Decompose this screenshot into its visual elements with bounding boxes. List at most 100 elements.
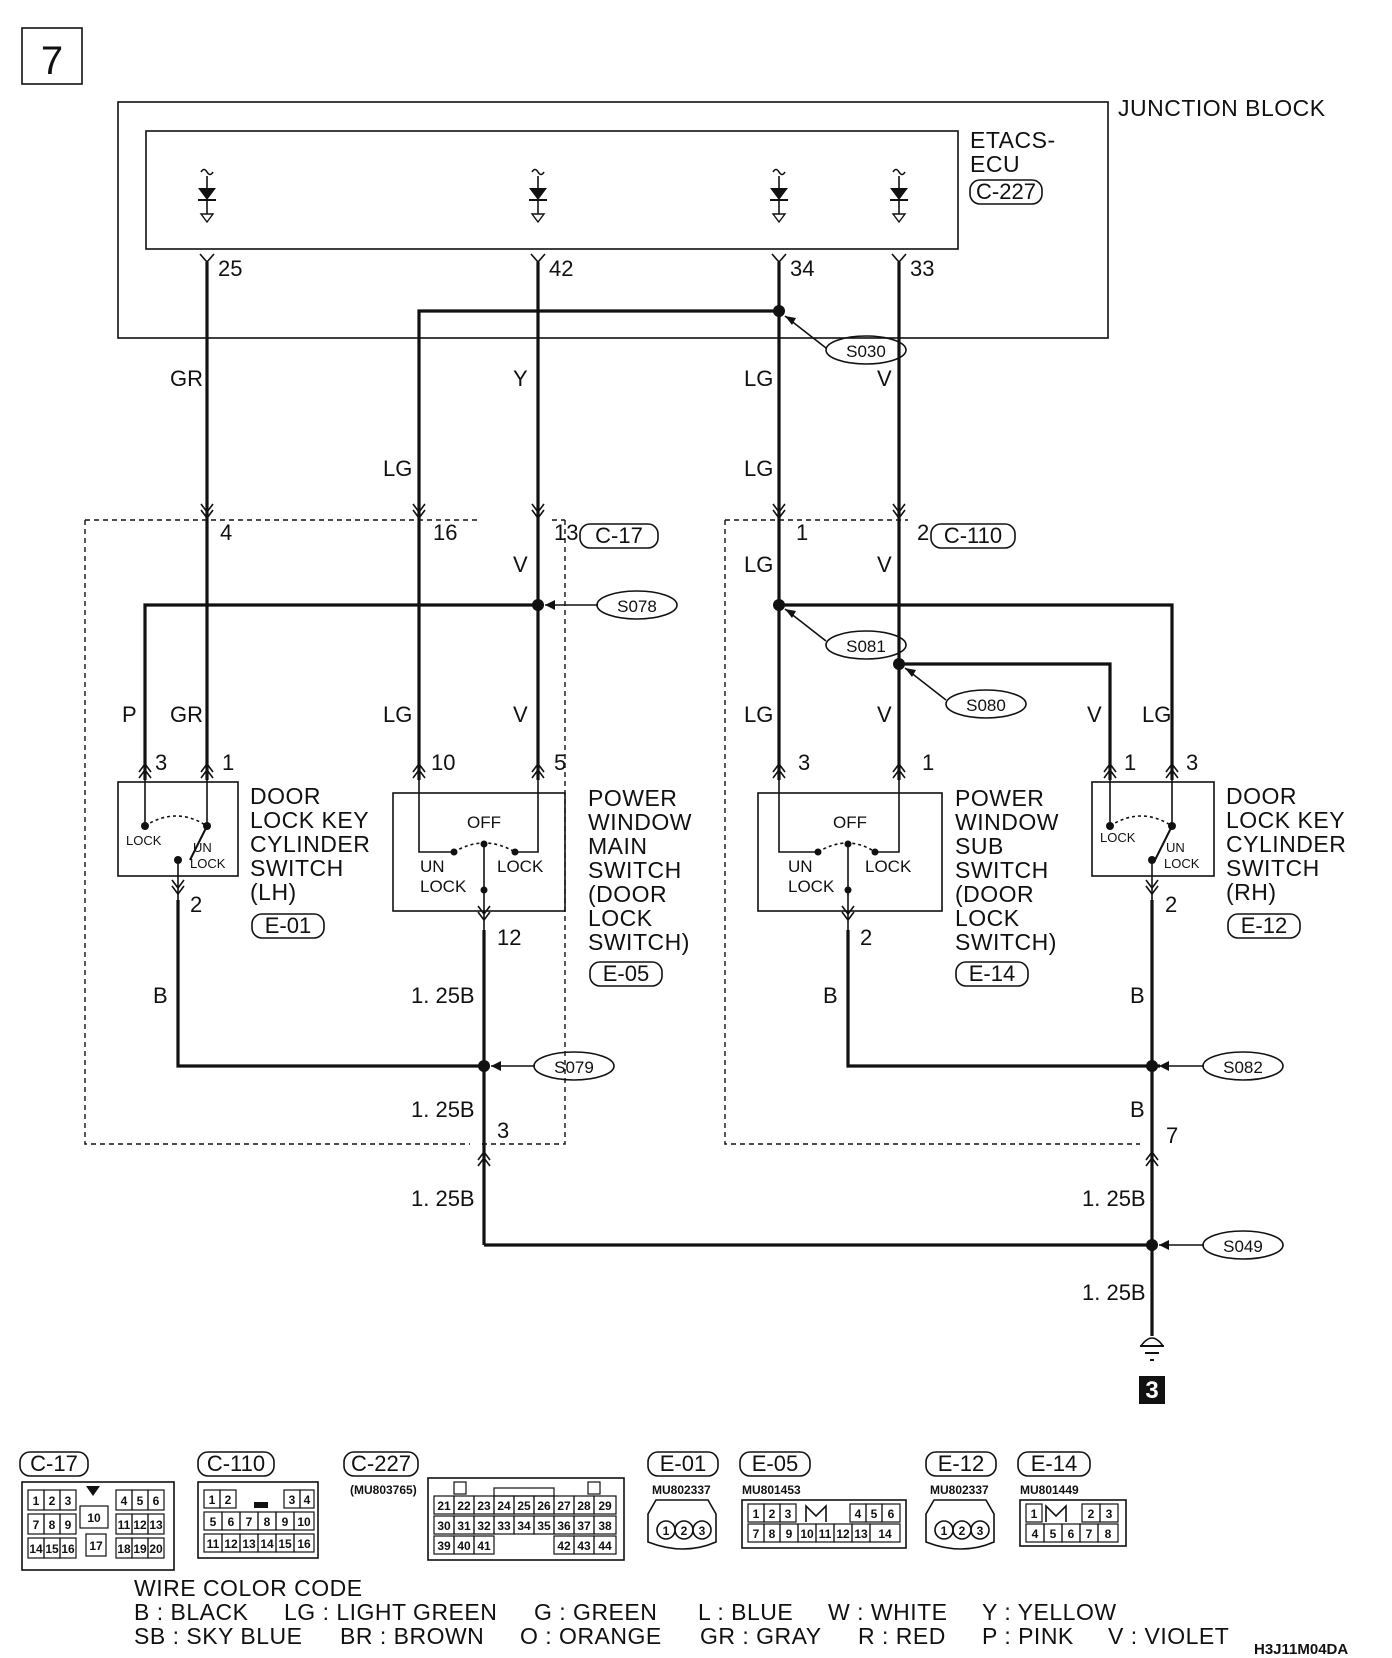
junction-block-label: JUNCTION BLOCK — [1118, 95, 1326, 121]
right-dashed-region — [724, 519, 1140, 1145]
page-number-box — [21, 27, 83, 85]
svg-text:1: 1 — [209, 1493, 216, 1507]
pin-lh-3: 3 — [155, 750, 167, 775]
svg-text:4: 4 — [855, 1507, 862, 1521]
ecu-label-line1: ETACS- — [970, 127, 1056, 153]
svg-text:14: 14 — [260, 1537, 274, 1551]
svg-text:40: 40 — [457, 1539, 471, 1553]
legend-p: P : PINK — [982, 1623, 1074, 1649]
pin-label-1a: 1 — [796, 520, 808, 545]
diode-25 — [197, 168, 217, 223]
e05-tag: E-05 — [603, 961, 649, 986]
wire-label-v-3: V — [877, 552, 892, 577]
e01-part-number: MU802337 — [652, 1483, 711, 1497]
splice-s049-label: S049 — [1223, 1237, 1263, 1256]
svg-text:42: 42 — [557, 1539, 571, 1553]
lh-lock-label: LOCK — [126, 833, 162, 848]
svg-text:34: 34 — [517, 1519, 531, 1533]
svg-text:3: 3 — [977, 1524, 984, 1538]
svg-text:13: 13 — [242, 1537, 256, 1551]
svg-text:36: 36 — [557, 1519, 571, 1533]
pin-label-4: 4 — [220, 520, 232, 545]
wire-label-b-2: B — [823, 983, 838, 1008]
svg-text:14: 14 — [29, 1542, 43, 1556]
wire-label-lg-5: LG — [383, 702, 412, 727]
svg-text:8: 8 — [264, 1515, 271, 1529]
main-lock-label: LOCK — [497, 857, 544, 876]
diode-42 — [528, 168, 548, 223]
svg-text:1: 1 — [1031, 1507, 1038, 1521]
wire-label-lg-6: LG — [744, 702, 773, 727]
svg-text:10: 10 — [87, 1511, 101, 1525]
ecu-connector-label: C-227 — [976, 179, 1036, 204]
svg-text:1: 1 — [753, 1507, 760, 1521]
ecu-connector-tag — [969, 179, 1043, 205]
svg-text:21: 21 — [437, 1499, 451, 1513]
svg-text:7: 7 — [246, 1515, 253, 1529]
pin-sub-1: 1 — [922, 750, 934, 775]
splice-s049: S049 — [1159, 1230, 1284, 1260]
svg-text:9: 9 — [65, 1518, 72, 1532]
svg-text:15: 15 — [45, 1542, 59, 1556]
sub-name-1: WINDOW — [955, 809, 1059, 835]
svg-text:29: 29 — [598, 1499, 612, 1513]
svg-text:32: 32 — [477, 1519, 491, 1533]
main-name-0: POWER — [588, 785, 677, 811]
legend-title: WIRE COLOR CODE — [134, 1575, 363, 1601]
svg-text:19: 19 — [133, 1542, 147, 1556]
wire-lg-s081 — [779, 603, 1174, 780]
wire-label-b-4: B — [1130, 1097, 1145, 1122]
wire-label-125b-5: 1. 25B — [1082, 1280, 1146, 1305]
svg-text:2: 2 — [681, 1524, 688, 1538]
pin-rh-3: 3 — [1186, 750, 1198, 775]
lh-un-label: UN — [193, 840, 212, 855]
svg-text:17: 17 — [89, 1539, 103, 1553]
ecu-pin-42: 42 — [549, 256, 573, 281]
main-name-2: MAIN — [588, 833, 648, 859]
c110-face-tag: C-110 — [207, 1451, 265, 1476]
wire-label-v-5: V — [877, 702, 892, 727]
lh-name-4: (LH) — [250, 879, 297, 905]
pin-lh-1: 1 — [222, 750, 234, 775]
wire-label-v-1: V — [877, 366, 892, 391]
svg-text:4: 4 — [121, 1494, 128, 1508]
wire-label-y: Y — [513, 366, 528, 391]
c17-tag — [579, 523, 659, 549]
e01-tag: E-01 — [265, 913, 311, 938]
main-name-6: SWITCH) — [588, 929, 690, 955]
legend-r: R : RED — [858, 1623, 946, 1649]
svg-text:30: 30 — [437, 1519, 451, 1533]
svg-text:12: 12 — [836, 1527, 850, 1541]
legend-w: W : WHITE — [828, 1599, 947, 1625]
svg-text:43: 43 — [577, 1539, 591, 1553]
e05-part-number: MU801453 — [742, 1483, 801, 1497]
svg-text:1: 1 — [33, 1494, 40, 1508]
svg-text:18: 18 — [117, 1542, 131, 1556]
pin-main-10: 10 — [431, 750, 455, 775]
wire-label-lg-2: LG — [383, 456, 412, 481]
svg-text:2: 2 — [959, 1524, 966, 1538]
main-name-1: WINDOW — [588, 809, 692, 835]
left-dashed-region — [85, 519, 566, 1145]
c227-part-number: (MU803765) — [350, 1483, 417, 1497]
pin-label-16: 16 — [433, 520, 457, 545]
wire-b-sub-ground — [846, 930, 1160, 1068]
svg-text:38: 38 — [598, 1519, 612, 1533]
svg-text:3: 3 — [699, 1524, 706, 1538]
wire-lg-branch-s030 — [417, 309, 779, 780]
svg-text:1: 1 — [941, 1524, 948, 1538]
junction-block-label-1: JUNCTION BLOCK — [1118, 95, 1326, 121]
svg-text:4: 4 — [1032, 1527, 1039, 1541]
legend-gr: GR : GRAY — [700, 1623, 822, 1649]
pin-sub-3: 3 — [798, 750, 810, 775]
svg-text:3: 3 — [289, 1493, 296, 1507]
pin-main-5: 5 — [554, 750, 566, 775]
main-name-5: LOCK — [588, 905, 653, 931]
splice-s080: S080 — [904, 667, 1027, 719]
ecu-pin-25: 25 — [218, 256, 242, 281]
ground-ref-label: 3 — [1145, 1377, 1158, 1404]
svg-text:2: 2 — [1088, 1507, 1095, 1521]
